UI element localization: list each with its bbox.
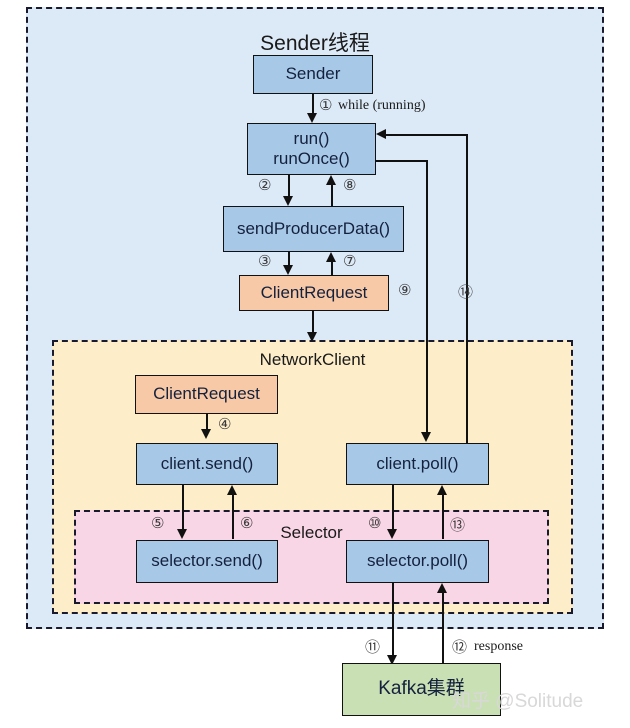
edge-clientrequest-to-networkclient-line	[312, 311, 314, 334]
edge-clientsend-to-selectorsend-line	[182, 485, 184, 530]
node-sender[interactable]: Sender	[253, 55, 373, 94]
edge-label-while-running: while (running)	[338, 98, 426, 113]
edge-selectorpoll-to-kafka-arrow	[387, 655, 397, 665]
step-marker-4: ④	[218, 415, 232, 433]
step-marker-3: ③	[258, 252, 272, 270]
step-marker-5: ⑤	[151, 514, 165, 532]
edge-sendproducer-to-run-line	[331, 184, 333, 206]
edge-run-to-sendproducer-line	[288, 175, 290, 197]
node-client-poll[interactable]: client.poll()	[346, 443, 489, 485]
edge-runonce-to-clientpoll-h	[376, 160, 428, 162]
step-marker-8: ⑧	[343, 176, 357, 194]
node-kafka-cluster[interactable]: Kafka集群	[342, 663, 501, 716]
step-marker-7: ⑦	[343, 252, 357, 270]
edge-clientpoll-to-run-v	[466, 134, 468, 443]
edge-clientpoll-to-run-arrow	[376, 129, 386, 139]
edge-sendproducer-to-clientrequest-line	[288, 252, 290, 267]
edge-selectorsend-to-clientsend-arrow	[227, 485, 237, 495]
step-marker-2: ②	[258, 176, 272, 194]
step-marker-10: ⑩	[368, 514, 382, 532]
node-selector-poll[interactable]: selector.poll()	[346, 540, 489, 583]
edge-clientsend-to-selectorsend-arrow	[177, 529, 187, 539]
edge-selectorpoll-to-clientpoll-line	[442, 494, 444, 539]
region-network-client-label: NetworkClient	[259, 350, 366, 369]
step-marker-1: ①	[319, 96, 333, 114]
edge-clientpoll-to-selectorpoll-line	[392, 485, 394, 530]
region-sender-thread-label: Sender线程	[260, 32, 370, 55]
edge-innerclientrequest-to-clientsend-arrow	[201, 429, 211, 439]
step-marker-9: ⑨	[398, 281, 412, 299]
edge-clientrequest-to-sendproducer-arrow	[326, 252, 336, 262]
edge-sender-to-run-line	[312, 94, 314, 115]
edge-selectorpoll-to-clientpoll-arrow	[437, 485, 447, 495]
edge-runonce-to-clientpoll-v	[426, 160, 428, 434]
node-send-producer-data[interactable]: sendProducerData()	[223, 206, 404, 252]
edge-kafka-to-selectorpoll-arrow	[437, 583, 447, 593]
step-marker-14: ⑭	[458, 283, 474, 301]
watermark: 知乎 @Solitude	[452, 691, 584, 712]
step-marker-6: ⑥	[240, 514, 254, 532]
node-client-request-inner[interactable]: ClientRequest	[135, 375, 278, 414]
node-selector-send[interactable]: selector.send()	[136, 540, 278, 583]
edge-selectorpoll-to-kafka-line	[392, 583, 394, 657]
node-client-send[interactable]: client.send()	[136, 443, 278, 485]
node-run-runonce[interactable]: run() runOnce()	[247, 123, 376, 175]
edge-clientpoll-to-run-h	[386, 134, 468, 136]
edge-sender-to-run-arrow	[307, 113, 317, 123]
edge-selectorsend-to-clientsend-line	[232, 494, 234, 539]
edge-kafka-to-selectorpoll-line	[442, 592, 444, 664]
step-marker-12: ⑫	[452, 638, 468, 656]
edge-innerclientrequest-to-clientsend-line	[206, 414, 208, 431]
edge-clientpoll-to-selectorpoll-arrow	[387, 529, 397, 539]
region-selector-label: Selector	[280, 523, 343, 542]
edge-run-to-sendproducer-arrow	[283, 196, 293, 206]
step-marker-13: ⑬	[450, 516, 466, 534]
edge-sendproducer-to-clientrequest-arrow	[283, 265, 293, 275]
edge-label-response: response	[474, 639, 523, 654]
edge-sendproducer-to-run-arrow	[326, 175, 336, 185]
node-client-request-outer[interactable]: ClientRequest	[239, 275, 389, 311]
step-marker-11: ⑪	[365, 638, 381, 656]
edge-runonce-to-clientpoll-arrow	[421, 432, 431, 442]
edge-clientrequest-to-sendproducer-line	[331, 261, 333, 276]
edge-clientrequest-to-networkclient-arrow	[307, 332, 317, 342]
